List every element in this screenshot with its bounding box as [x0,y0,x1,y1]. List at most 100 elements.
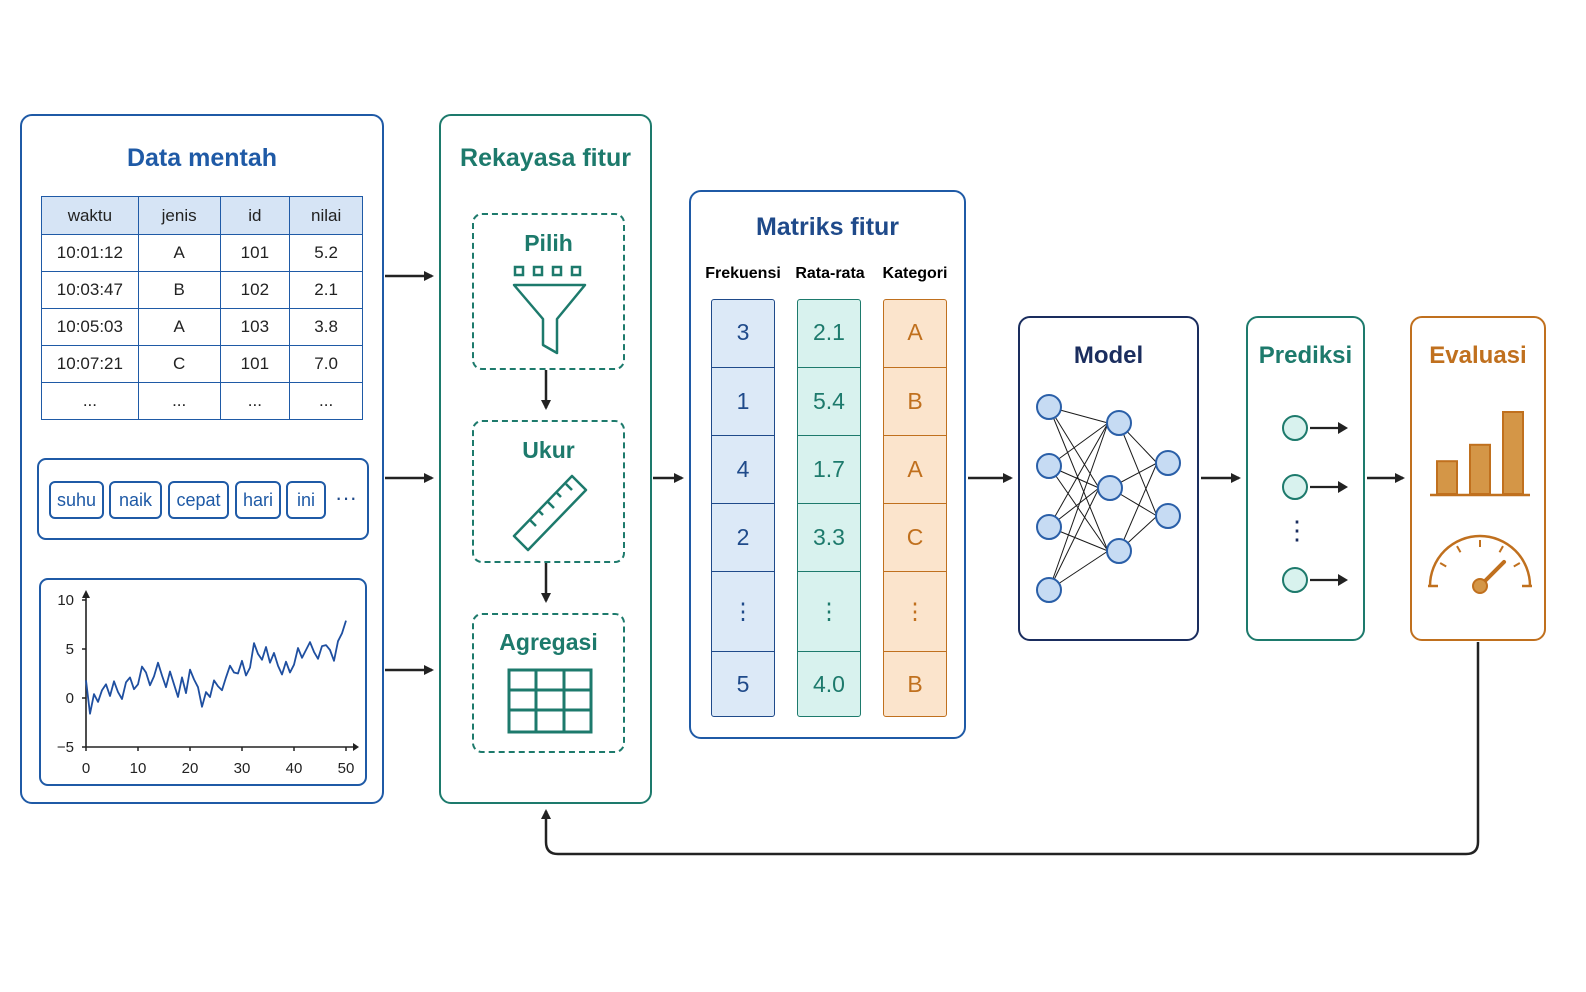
model-panel: Model [1018,316,1199,641]
step-measure: Ukur [472,420,625,563]
y-tick-label: 0 [66,690,74,707]
x-tick-label: 40 [286,760,303,777]
table-cell: A [137,234,221,272]
network-edge [1118,462,1158,552]
step-label: Agregasi [499,629,598,655]
matrix-cell: A [907,319,923,345]
table-cell: 7.0 [289,345,363,383]
matrix-cell: 5.4 [798,367,860,435]
table-cell: ... [137,382,221,420]
raw-data-panel: Data mentah waktu jenis id nilai 10:01:1… [20,114,384,804]
token-chip: hari [235,481,281,519]
feature-matrix-panel: Matriks fitur Frekuensi Rata-rata Katego… [689,190,966,739]
table-cell: 102 [219,271,291,309]
gauge-tick [1498,545,1504,553]
matrix-cell: 5 [712,651,774,718]
grid-table-icon [507,668,593,734]
timeseries-line [85,620,347,715]
network-node [1036,394,1062,420]
matrix-cell: B [884,367,946,435]
raw-data-title: Data mentah [126,144,278,172]
prediction-node [1282,415,1308,441]
matrix-cell: 2.1 [813,319,845,345]
table-header-row: waktu jenis id nilai [41,196,363,235]
network-edge [1048,422,1109,528]
network-edge [1048,487,1100,591]
network-edge [1048,465,1109,552]
x-tick-label: 10 [130,760,147,777]
y-tick-label: −5 [57,739,74,756]
gauge-hub [1472,578,1488,594]
table-cell: C [137,345,221,383]
column-header: waktu [41,196,139,235]
table-cell: 10:01:12 [41,234,139,272]
evaluation-title: Evaluasi [1429,342,1527,369]
matrix-cell: C [884,503,946,571]
network-node [1097,475,1123,501]
matrix-cell: 4.0 [798,651,860,718]
matrix-cell: ⋮ [798,571,860,651]
x-tick-label: 0 [82,760,90,777]
network-edge [1048,422,1109,591]
neural-network-icon [1036,394,1181,603]
prediction-outputs [1282,415,1348,593]
network-node [1106,410,1132,436]
gauge-icon [1428,534,1532,594]
table-cell: 101 [219,234,291,272]
prediction-node [1282,474,1308,500]
table-cell: 10:03:47 [41,271,139,309]
table-cell: 10:05:03 [41,308,139,346]
table-cell: B [137,271,221,309]
column-header: Kategori [882,265,948,282]
token-chip: cepat [168,481,229,519]
column-header: Frekuensi [705,265,781,282]
funnel-icon [512,265,587,355]
table-cell: ... [41,382,139,420]
network-node [1155,450,1181,476]
gauge-tick [1439,562,1447,568]
gauge-arc [1428,534,1532,587]
feature-matrix-title: Matriks fitur [755,213,900,241]
eval-bar [1469,443,1491,496]
eval-bar [1502,411,1524,495]
table-cell: ... [289,382,363,420]
column-header: jenis [137,196,221,235]
bar-chart-icon [1430,411,1530,497]
network-node [1036,514,1062,540]
table-cell: A [137,308,221,346]
evaluation-panel: Evaluasi [1410,316,1546,641]
eval-bar [1436,460,1458,495]
column-header: nilai [289,196,363,235]
step-select: Pilih [472,213,625,370]
prediction-node [1282,567,1308,593]
step-label: Ukur [522,437,575,463]
table-cell: 103 [219,308,291,346]
y-axis-arrowhead [82,590,90,598]
table-cell: 10:07:21 [41,345,139,383]
network-node [1155,503,1181,529]
prediction-arrowhead [1338,481,1348,493]
feature-engineering-title: Rekayasa fitur [460,144,631,172]
step-label: Pilih [524,230,573,256]
gauge-tick [1456,545,1462,553]
matrix-cell: 3.3 [798,503,860,571]
step-aggregate: Agregasi [472,613,625,753]
prediction-more-ellipsis: ⋮ [1284,515,1310,545]
model-title: Model [1073,342,1144,369]
x-tick-label: 50 [338,760,355,777]
network-node [1036,577,1062,603]
y-tick-label: 5 [66,641,74,658]
network-node [1106,538,1132,564]
gauge-tick [1513,562,1521,568]
tokens-more-ellipsis: ··· [335,485,357,510]
text-tokens-box: suhu naik cepat hari ini ··· [37,458,369,540]
